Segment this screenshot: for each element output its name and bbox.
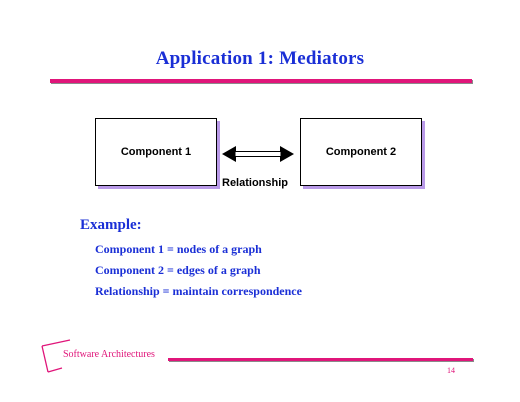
component-2-label: Component 2	[325, 146, 397, 158]
example-line: Component 1 = nodes of a graph	[95, 242, 262, 256]
course-logo-icon	[41, 339, 71, 373]
footer-divider	[168, 358, 473, 361]
component-1-label: Component 1	[120, 146, 192, 158]
example-heading: Example:	[80, 217, 142, 233]
slide-title: Application 1: Mediators	[155, 48, 365, 69]
component-2-box: Component 2	[300, 118, 422, 186]
example-line: Relationship = maintain correspondence	[95, 284, 302, 298]
page-number: 14	[447, 366, 455, 375]
title-divider	[50, 79, 472, 83]
footer-course-label: Software Architectures	[63, 349, 155, 360]
example-line: Component 2 = edges of a graph	[95, 263, 261, 277]
double-headed-arrow-icon	[222, 146, 294, 162]
relationship-label: Relationship	[222, 177, 289, 189]
component-1-box: Component 1	[95, 118, 217, 186]
